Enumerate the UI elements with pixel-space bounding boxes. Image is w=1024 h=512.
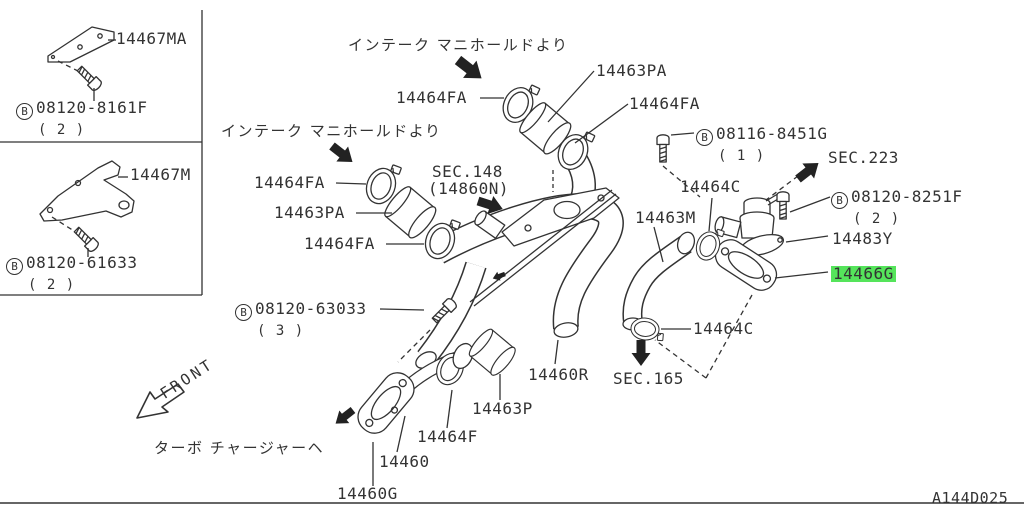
fastener-qty: ( 3 ) xyxy=(257,323,305,339)
section-label-sec165: SEC.165 xyxy=(613,369,684,388)
note-turbo-charger: ターボ チャージャーヘ xyxy=(154,439,325,457)
circled-b-icon: B xyxy=(6,258,23,275)
bracket-sec148 xyxy=(469,170,620,307)
hose-14463m xyxy=(622,197,726,343)
turbo-outlet-assembly xyxy=(357,325,520,486)
part-label-14464fa-top2: 14464FA xyxy=(629,94,700,113)
arrow-intake-left xyxy=(326,138,359,170)
part-label-14460r: 14460R xyxy=(528,365,589,384)
note-intake-manifold-left: インテーク マニホールドより xyxy=(221,122,442,140)
part-label-14467m: 14467M xyxy=(130,165,191,184)
bolt-08120-8251f xyxy=(776,191,831,220)
part-label-14463m: 14463M xyxy=(635,208,696,227)
part-label-14464c-top: 14464C xyxy=(680,177,741,196)
part-label-14463pa-top: 14463PA xyxy=(596,61,667,80)
bolt-08116-8451g xyxy=(656,132,701,198)
fastener-qty: ( 2 ) xyxy=(38,122,86,138)
part-label-14464c-bottom: 14464C xyxy=(693,319,754,338)
gasket-14466g xyxy=(654,239,829,379)
section-label-sec148: SEC.148 xyxy=(432,162,503,181)
intake-hose-train-top xyxy=(480,70,629,175)
bracket-14467m xyxy=(39,160,135,257)
intake-hose-train-left xyxy=(335,158,463,264)
fastener-qty: ( 1 ) xyxy=(718,148,766,164)
bolt-08120-63033 xyxy=(379,296,459,363)
arrow-sec165 xyxy=(631,340,651,366)
fastener-qty: ( 2 ) xyxy=(853,211,901,227)
section-label-sec148-part: (14860N) xyxy=(428,179,510,198)
part-label-14463p: 14463P xyxy=(472,399,533,418)
bracket-14467ma xyxy=(47,26,116,101)
note-intake-manifold-top: インテーク マニホールドより xyxy=(348,36,569,54)
part-label-14463pa-left: 14463PA xyxy=(274,203,345,222)
part-label-14466g-highlighted[interactable]: 14466G xyxy=(831,264,896,283)
circled-b-icon: B xyxy=(831,192,848,209)
diagram-ref-code: A144D025 xyxy=(932,489,1009,507)
section-label-sec223: SEC.223 xyxy=(828,148,899,167)
circled-b-icon: B xyxy=(16,103,33,120)
part-label-14464fa-left1: 14464FA xyxy=(254,173,325,192)
inset-box-borders xyxy=(0,10,203,296)
part-label-14460g: 14460G xyxy=(337,484,398,503)
arrow-turbo xyxy=(330,403,358,430)
arrow-intake-top xyxy=(451,51,489,88)
front-arrow-icon xyxy=(136,383,185,419)
circled-b-icon: B xyxy=(235,304,252,321)
fastener-qty: ( 2 ) xyxy=(28,277,76,293)
part-label-14464fa-left2: 14464FA xyxy=(304,234,375,253)
egr-valve-assembly xyxy=(714,175,829,257)
part-label-14460: 14460 xyxy=(379,452,430,471)
part-label-14467ma: 14467MA xyxy=(116,29,187,48)
part-label-14464fa-top: 14464FA xyxy=(396,88,467,107)
part-label-14483y: 14483Y xyxy=(832,229,893,248)
part-label-14464f: 14464F xyxy=(417,427,478,446)
circled-b-icon: B xyxy=(696,129,713,146)
